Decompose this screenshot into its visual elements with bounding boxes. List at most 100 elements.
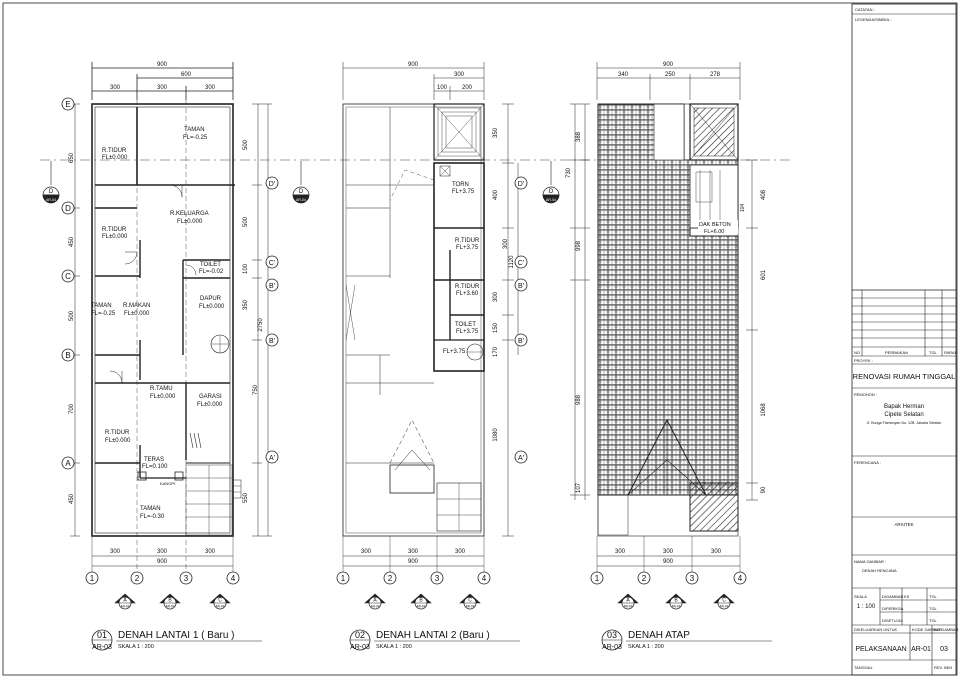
room-level: FL±0.000 [124,311,150,317]
room-name: R.TAMU [150,386,173,392]
dim-left: 450 [69,493,75,504]
grid-bubble [590,571,604,585]
dim-top-total: 900 [157,62,168,68]
title-block [851,3,957,676]
grid-col-label: 2 [135,574,140,583]
elevation-marker-ref: AR-04 [465,605,474,609]
section-marker-letter: D [549,189,554,195]
grid-ref-label: C' [518,260,524,267]
grid-row-label: B [65,351,70,360]
room-level: FL=0.100 [142,464,168,470]
dim-left: 650 [69,152,75,163]
grid-bubble [430,571,444,585]
room-name: TAMAN [91,303,112,309]
grid-bubble [383,571,397,585]
plan-title: DENAH LANTAI 2 (Baru ) [376,630,490,641]
elevation-marker-letter: C [468,598,472,604]
dim-bottom-total: 900 [408,559,419,565]
room-name: R.TIDUR [455,284,480,290]
room-name: GARASI [199,394,222,400]
plan-atap [570,62,758,575]
rev-col-perbaikan: PERBAIKAN [885,350,908,355]
nama-gambar-label: NAMA GAMBAR : [854,559,886,564]
plan-number: 03 [607,630,617,640]
dim-right: 750 [253,384,259,395]
dim-bottom-total: 900 [663,559,674,565]
dim-right: 500 [243,216,249,227]
grid-bubble [61,201,75,215]
dim-right: 150 [493,322,499,333]
dim-top-seg: 300 [110,85,121,91]
grid-bubble [733,571,747,585]
tgl-label: TGL [929,594,938,599]
dim-right: 408 [761,189,767,200]
plan-lantai-2 [342,62,519,575]
room-name: R.TIDUR [455,238,480,244]
dim-right: 1080 [493,428,499,442]
disetujui-label: DISETUJUI [882,618,903,623]
grid-bubble [179,571,193,585]
section-marker-letter: D [49,189,54,195]
skala-label: SKALA [854,594,867,599]
grid-bubble [265,176,279,190]
grid-bubble [265,450,279,464]
dim-left: 998 [576,240,582,251]
section-marker-ref: AR-04 [296,198,306,202]
plan-number: 01 [97,630,107,640]
dak-level: FL+6.00 [704,229,724,235]
dim-right-total: 1120 [509,255,515,269]
pemohon-address: Jl. Bunga Flamboyan No. 12B, Jakarta Sel… [867,421,942,425]
plan-scale: SKALA 1 : 200 [118,644,154,650]
digambar-label: DIGAMBAR [882,594,903,599]
dim-top-seg: 200 [462,85,473,91]
tgl-label: TGL [929,606,938,611]
grid-ref-label: D' [518,181,524,188]
no-gambar-label: NO GAMBAR [934,627,959,632]
rev-label: REV. BEH [934,665,952,670]
room-name: TOILET [200,262,221,268]
grid-row-label: E [65,100,70,109]
room-level: FL+3.75 [452,189,475,195]
room-level: FL+3.75 [456,329,479,335]
room-level: FL+3.75 [456,245,479,251]
rev-col-paraf: PARAF [944,350,958,355]
grid-bubble [685,571,699,585]
room-name: R.TIDUR [102,148,127,154]
dim-right: 400 [493,189,499,200]
grid-bubble [226,571,240,585]
grid-bubble [514,255,528,269]
grid-col-label: 2 [642,574,647,583]
pemohon-name: Bapak Herman [884,404,924,410]
grid-bubble [130,571,144,585]
section-marker-letter: D [299,189,304,195]
dim-bottom-seg: 300 [455,549,466,555]
dim-top-seg: 340 [618,72,629,78]
pemohon-label: PEMOHON : [854,392,877,397]
dim-top-600: 600 [181,72,192,78]
room-level: FL±0.000 [177,219,203,225]
elevation-marker-letter: C [722,598,726,604]
dim-right: 350 [493,127,499,138]
diperiksa-label: DIPERIKSA [882,606,904,611]
grid-bubble [514,278,528,292]
dim-right: 90 [761,486,767,493]
room-level: FL±0.000 [105,438,131,444]
proyek-label: PROYEK : [854,358,873,363]
elevation-marker-letter: A [373,598,377,604]
grid-row-label: A [65,459,71,468]
nama-gambar: DENAH RENCANA [862,568,897,573]
dikeluarkan-label: DIKELUARKAN UNTUK [854,627,897,632]
tanggal-label: TANGGAL [854,665,874,670]
kode-gambar-label: KODE GAMBAR [912,627,942,632]
elevation-marker-letter: B [419,598,423,604]
grid-bubble [85,571,99,585]
ks-label: KS [904,594,910,599]
dim-bottom-seg: 300 [711,549,722,555]
grid-ref-label: A' [269,455,275,462]
dim-bottom-seg: 300 [110,549,121,555]
room-level: FL=-0.02 [199,269,224,275]
dak-dim: 104 [740,204,746,213]
plan-scale: SKALA 1 : 200 [376,644,412,650]
room-level: FL=-0.25 [91,311,116,317]
